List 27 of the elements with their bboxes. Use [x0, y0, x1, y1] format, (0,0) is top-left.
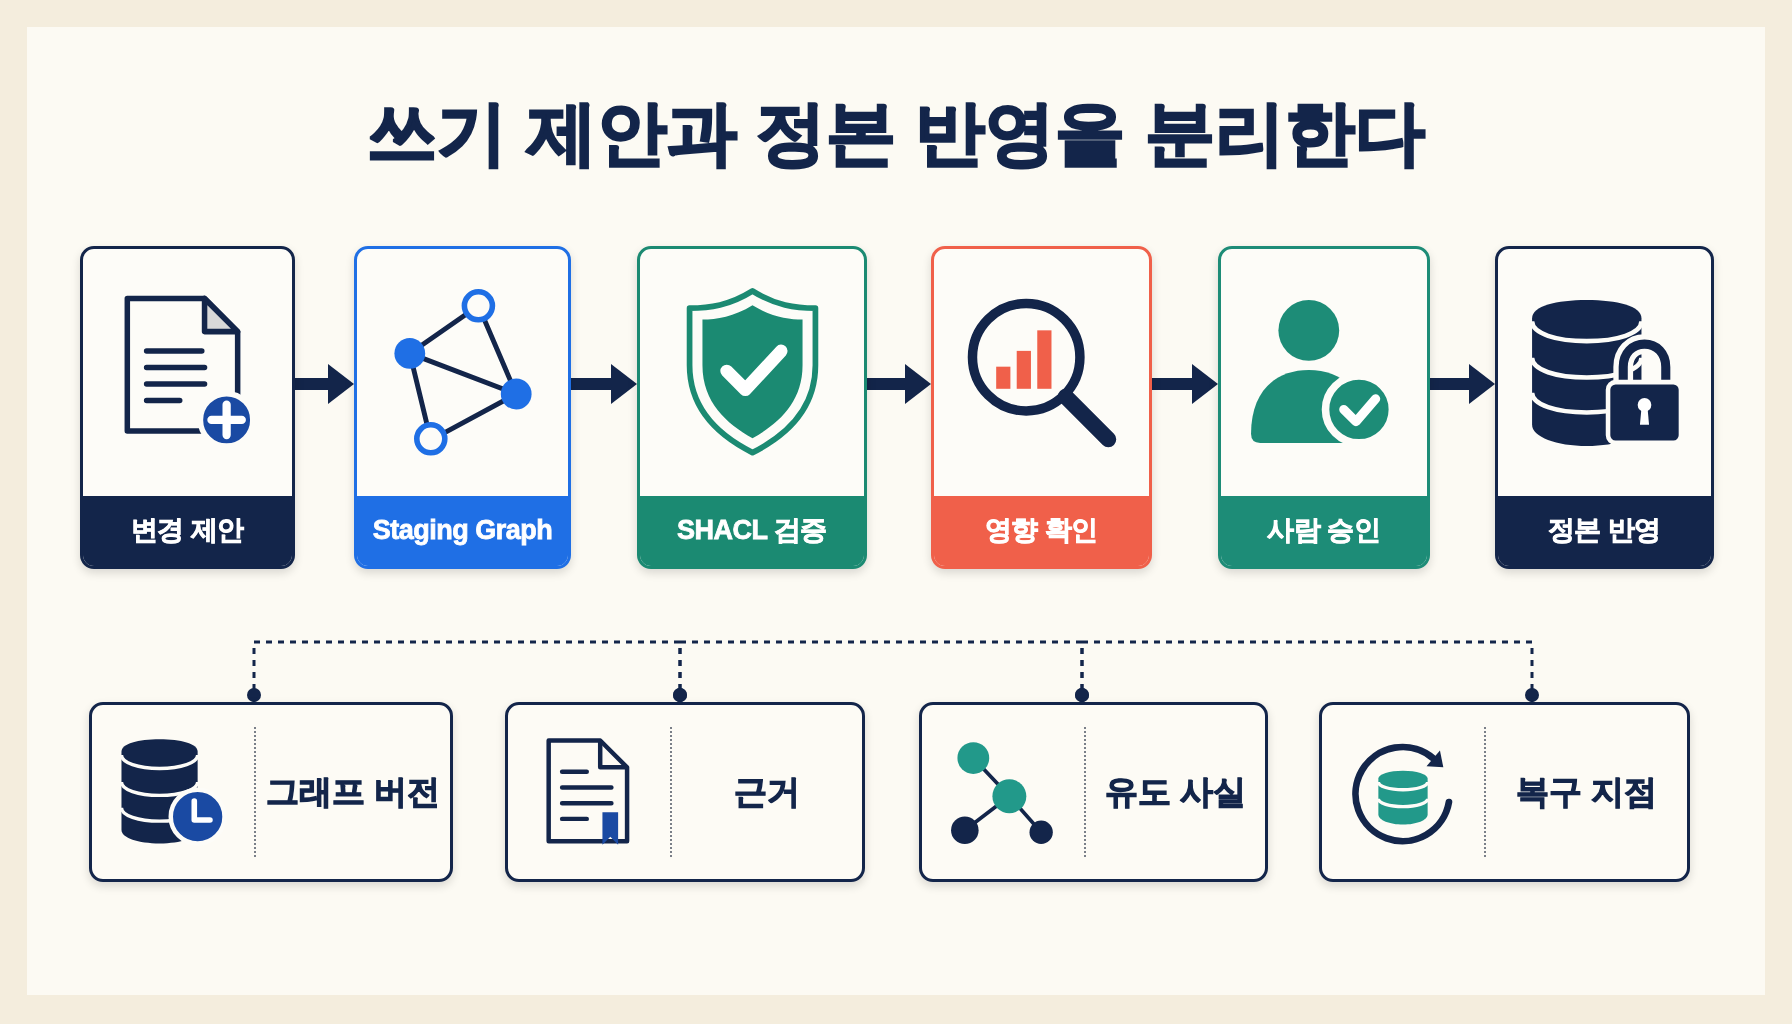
- step-card: [354, 246, 571, 569]
- step-label: 사람 승인: [1221, 496, 1427, 566]
- node-label: 유도 사실: [1104, 772, 1247, 813]
- arrow: [1430, 364, 1495, 404]
- step-card: [1218, 246, 1430, 569]
- info-card: [89, 702, 453, 882]
- node-label: 복구 지점: [1515, 772, 1658, 813]
- node-label: 근거: [734, 772, 800, 813]
- step-card: [637, 246, 867, 569]
- arrow: [867, 364, 931, 404]
- arrow: [1152, 364, 1218, 404]
- step-label: 변경 제안: [83, 496, 292, 566]
- step-card: [80, 246, 295, 569]
- info-card: [1319, 702, 1690, 882]
- info-card: [919, 702, 1268, 882]
- info-card: [505, 702, 865, 882]
- step-label: 정본 반영: [1498, 496, 1711, 566]
- step-card: [1495, 246, 1714, 569]
- dashed-connector: [1075, 640, 1539, 702]
- title: 쓰기 제안과 정본 반영을 분리한다: [367, 98, 1425, 168]
- node-label: 그래프 버전: [265, 772, 441, 813]
- step-label: SHACL 검증: [640, 496, 864, 566]
- arrow: [295, 364, 354, 404]
- step-label: 영향 확인: [934, 496, 1149, 566]
- arrow: [571, 364, 637, 404]
- step-card: [931, 246, 1152, 569]
- step-label: Staging Graph: [357, 496, 568, 566]
